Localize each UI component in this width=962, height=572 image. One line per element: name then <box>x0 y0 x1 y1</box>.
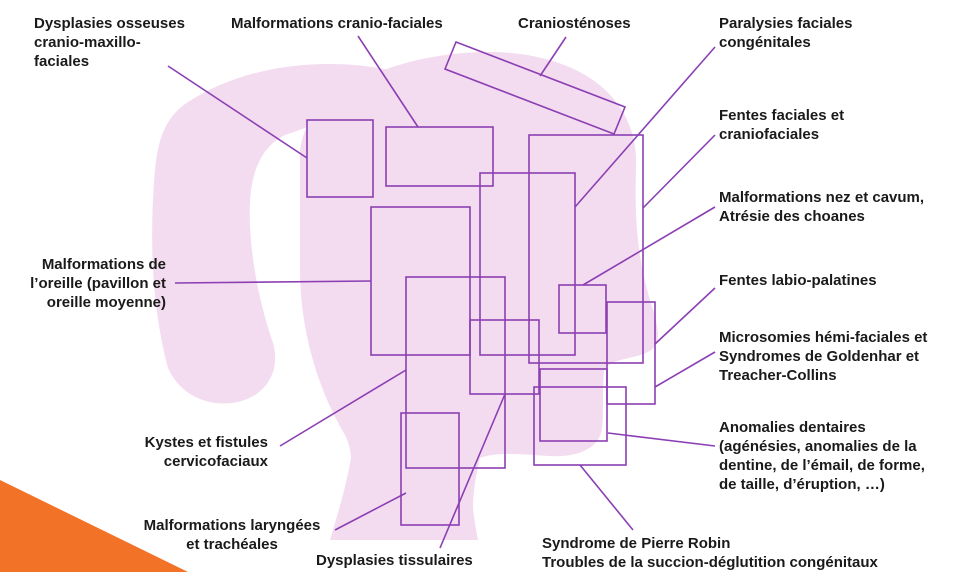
box-nez <box>558 284 607 334</box>
label-line: Syndromes de Goldenhar et <box>719 348 920 365</box>
label-pierre-robin: Syndrome de Pierre Robin Troubles de la … <box>542 534 878 572</box>
box-cranio-faciales <box>385 126 494 187</box>
label-microsomies: Microsomies hémi-faciales et Syndromes d… <box>719 328 927 385</box>
label-line: de taille, d’éruption, …) <box>719 476 885 493</box>
label-line: Fentes faciales et <box>719 107 845 124</box>
label-line: congénitales <box>719 34 811 51</box>
label-line: Dysplasies osseuses <box>34 15 185 32</box>
ponytail-shape <box>152 64 390 404</box>
leader-nez <box>582 206 716 286</box>
leader-dysplasies-osseuses <box>167 65 308 159</box>
neck-shape <box>330 380 480 540</box>
leader-pierre-robin <box>579 464 634 531</box>
box-dysplasies-osseuses <box>306 119 374 198</box>
label-kystes-fistules: Kystes et fistules cervicofaciaux <box>100 433 268 471</box>
leader-fentes-labio <box>654 287 716 345</box>
label-line: Troubles de la succion-déglutition congé… <box>542 554 878 571</box>
label-line: Anomalies dentaires <box>719 419 866 436</box>
label-line: l’oreille (pavillon et <box>30 275 166 292</box>
leader-microsomies <box>654 351 716 388</box>
leader-cranio-faciales <box>357 35 419 128</box>
head-silhouette <box>152 51 658 541</box>
label-craniostenoses: Craniosténoses <box>518 14 631 33</box>
label-malformations-laryngees: Malformations laryngées et trachéales <box>122 516 342 554</box>
leader-oreille <box>174 280 372 284</box>
label-line: craniofaciales <box>719 126 820 143</box>
box-fentes-faciales <box>479 172 576 356</box>
label-line: Dysplasies tissulaires <box>316 552 473 569</box>
leader-kystes <box>279 369 407 447</box>
label-anomalies-dentaires: Anomalies dentaires (agénésies, anomalie… <box>719 418 925 494</box>
label-malformations-cranio-faciales: Malformations cranio-faciales <box>231 14 443 33</box>
label-malformations-oreille: Malformations de l’oreille (pavillon et … <box>4 255 166 312</box>
box-fentes-labio <box>539 368 608 442</box>
leader-tissulaires <box>439 393 506 549</box>
box-kystes <box>405 276 506 469</box>
label-dysplasies-tissulaires: Dysplasies tissulaires <box>316 551 473 570</box>
label-line: Treacher-Collins <box>719 367 837 384</box>
box-craniostenoses <box>443 40 627 136</box>
label-line: Microsomies hémi-faciales et <box>719 329 928 346</box>
label-fentes-faciales: Fentes faciales et craniofaciales <box>719 106 844 144</box>
label-line: Malformations laryngées <box>143 517 321 534</box>
label-line: Atrésie des choanes <box>719 208 865 225</box>
label-line: Paralysies faciales <box>719 15 853 32</box>
corner-accent <box>0 480 188 572</box>
leader-fentes-faciales <box>642 134 716 209</box>
label-line: dentine, de l’émail, de forme, <box>719 457 925 474</box>
label-paralysies-faciales: Paralysies faciales congénitales <box>719 14 852 52</box>
leader-craniostenoses <box>539 36 567 77</box>
leader-dentaires <box>607 432 716 447</box>
label-line: oreille moyenne) <box>46 294 166 311</box>
label-line: Kystes et fistules <box>144 434 268 451</box>
label-line: cranio-maxillo- <box>34 34 141 51</box>
box-microsomies <box>606 301 656 405</box>
label-line: (agénésies, anomalies de la <box>719 438 917 455</box>
label-line: faciales <box>34 53 90 70</box>
label-fentes-labio-palatines: Fentes labio-palatines <box>719 271 877 290</box>
box-laryngees <box>400 412 460 526</box>
label-line: Malformations nez et cavum, <box>719 189 925 206</box>
label-line: Fentes labio-palatines <box>719 272 877 289</box>
label-line: et trachéales <box>186 536 278 553</box>
label-line: Syndrome de Pierre Robin <box>542 535 731 552</box>
label-line: cervicofaciaux <box>163 453 268 470</box>
leader-paralysies-faciales <box>574 46 716 208</box>
label-line: Malformations de <box>41 256 166 273</box>
label-line: Malformations cranio-faciales <box>231 15 443 32</box>
label-malformations-nez: Malformations nez et cavum, Atrésie des … <box>719 188 924 226</box>
label-dysplasies-osseuses: Dysplasies osseuses cranio-maxillo- faci… <box>34 14 185 71</box>
label-line: Craniosténoses <box>518 15 631 32</box>
leader-laryngees <box>334 492 407 531</box>
